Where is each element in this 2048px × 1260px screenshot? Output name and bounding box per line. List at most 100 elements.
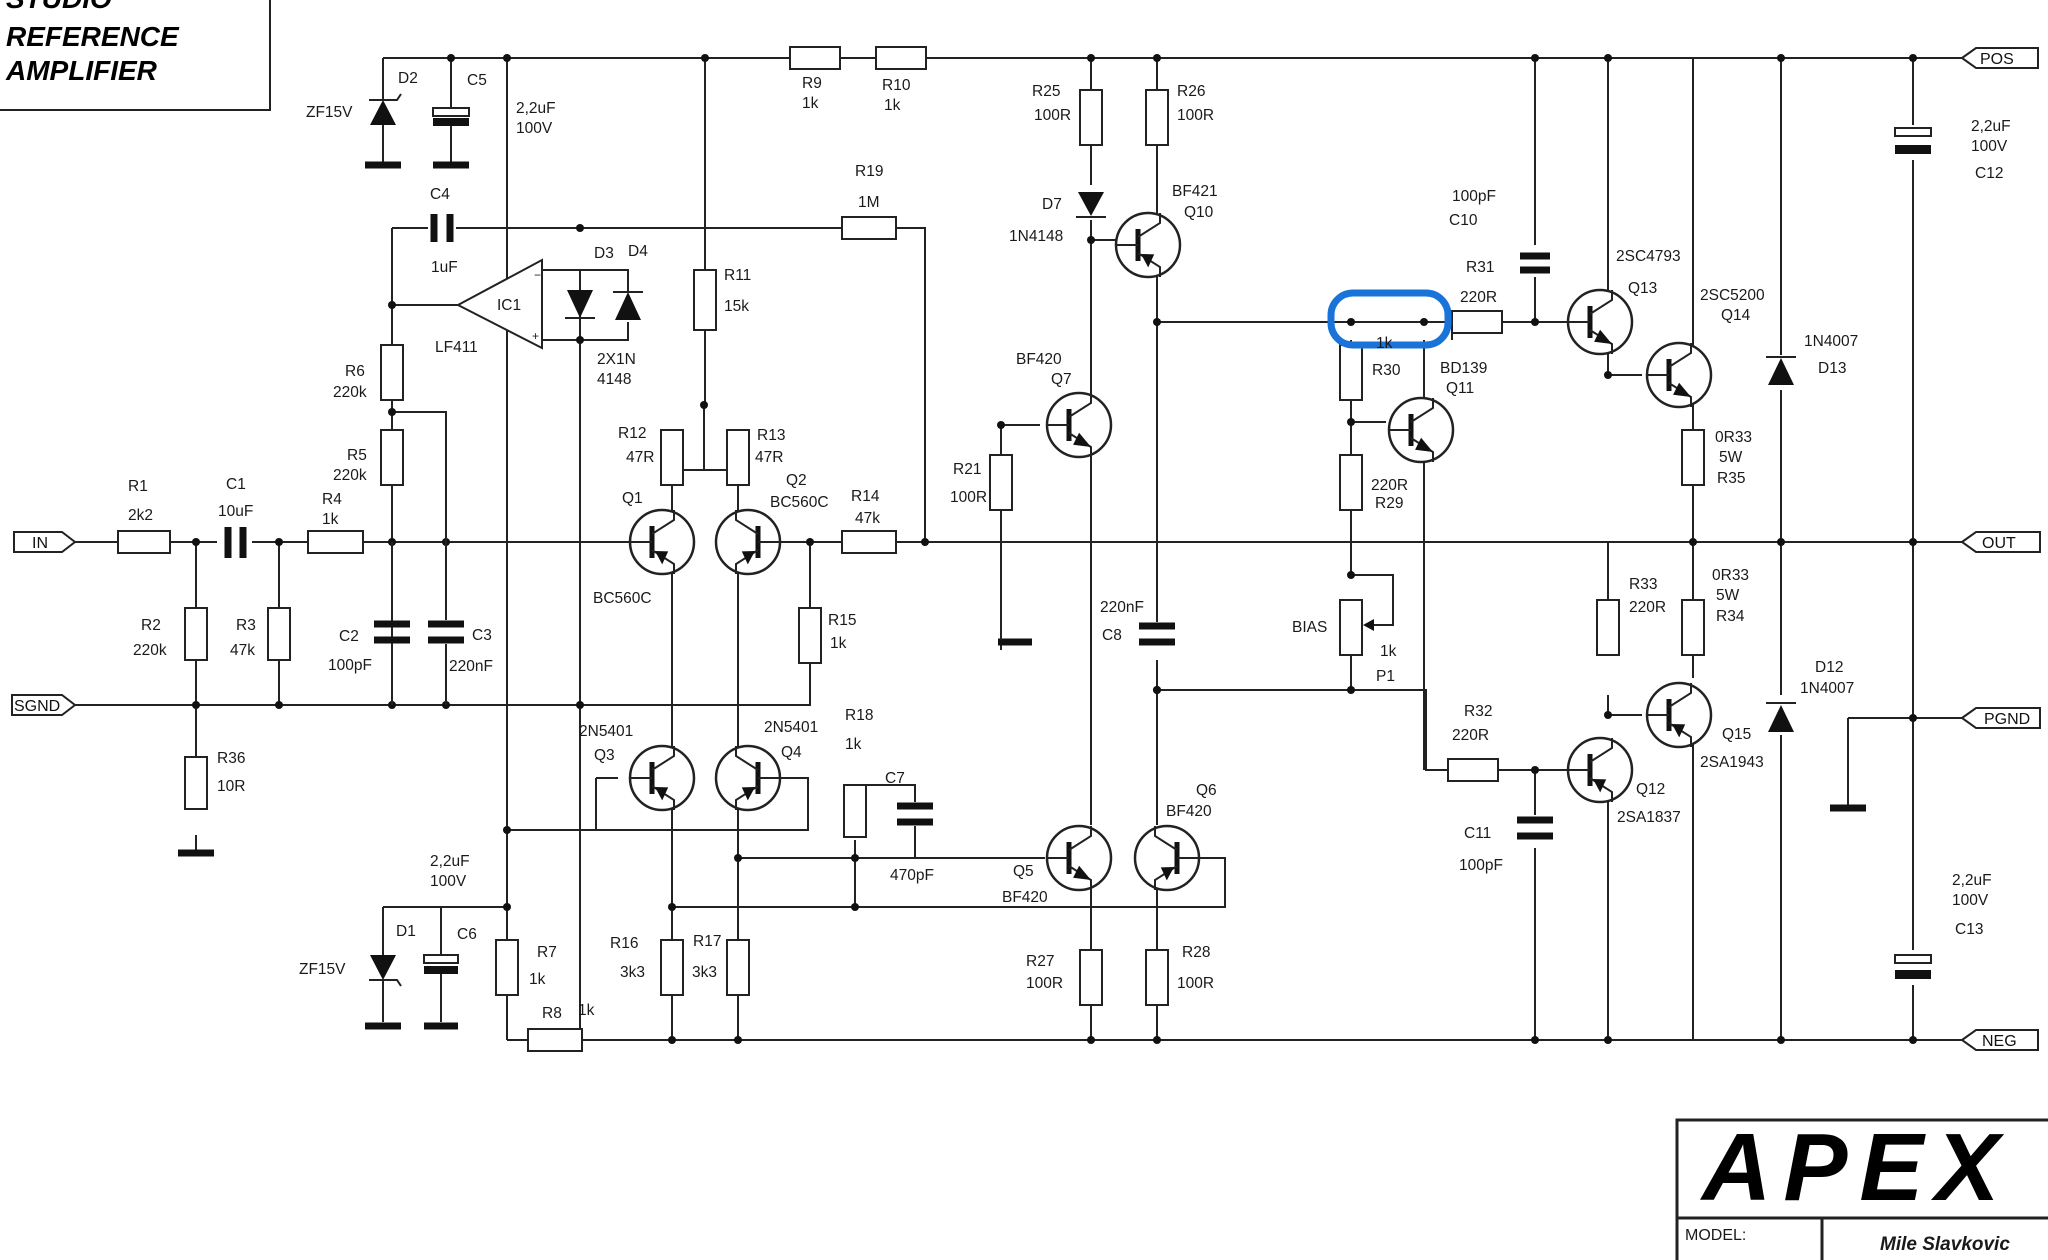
port-in[interactable]: IN: [13, 531, 77, 553]
label-r17-val: 3k3: [692, 964, 717, 981]
capacitor-c11: [1517, 816, 1553, 840]
diode-d3: [565, 270, 595, 319]
label-r35-val2: 5W: [1719, 449, 1743, 466]
resistor-r13: [726, 429, 750, 486]
label-r1-val: 2k2: [128, 507, 153, 524]
label-q1-type: BC560C: [593, 590, 652, 607]
label-q4: Q4: [781, 744, 802, 761]
resistor-r25: [1079, 89, 1103, 146]
label-r8: R8: [542, 1005, 562, 1022]
port-out[interactable]: OUT: [1960, 531, 2041, 553]
label-r27-val: 100R: [1026, 975, 1063, 992]
transistor-q1: [628, 508, 696, 576]
transistor-q13: [1566, 288, 1634, 356]
label-d12: D12: [1815, 659, 1843, 676]
label-c7-val: 470pF: [890, 867, 934, 884]
label-q3-type: 2N5401: [579, 723, 633, 740]
label-q14-type: 2SC5200: [1700, 287, 1765, 304]
label-c6: C6: [457, 926, 477, 943]
label-q13-type: 2SC4793: [1616, 248, 1681, 265]
diode-d12: [1766, 702, 1796, 732]
label-p1: P1: [1376, 668, 1395, 685]
label-r4-val: 1k: [322, 511, 339, 528]
port-pgnd[interactable]: PGND: [1960, 707, 2041, 729]
label-q15-type: 2SA1943: [1700, 754, 1764, 771]
label-r8-val: 1k: [578, 1002, 595, 1019]
resistor-r2: [184, 607, 208, 661]
label-r6-val: 220k: [333, 384, 367, 401]
label-r11-val: 15k: [724, 298, 749, 315]
model-label: MODEL:: [1685, 1227, 1746, 1244]
label-r32: R32: [1464, 703, 1492, 720]
label-r10-val: 1k: [884, 97, 901, 114]
port-sgnd[interactable]: SGND: [11, 694, 77, 716]
label-zf15v-bot: ZF15V: [299, 961, 346, 978]
label-q6-type: BF420: [1166, 803, 1212, 820]
label-c5: C5: [467, 72, 487, 89]
label-q2: Q2: [786, 472, 807, 489]
label-c11: C11: [1464, 825, 1491, 842]
resistor-r28: [1145, 949, 1169, 1006]
resistor-r18: [843, 784, 867, 838]
label-c12-val1: 2,2uF: [1971, 118, 2011, 135]
label-q5: Q5: [1013, 863, 1034, 880]
label-d2: D2: [398, 70, 418, 87]
label-q11-type: BD139: [1440, 360, 1487, 377]
label-r13-val: 47R: [755, 449, 783, 466]
label-zf15v-top: ZF15V: [306, 104, 353, 121]
transistor-q11: [1387, 396, 1455, 464]
label-c8-val: 220nF: [1100, 599, 1144, 616]
label-d7: D7: [1042, 196, 1062, 213]
label-q6: Q6: [1196, 782, 1217, 799]
port-neg-label: NEG: [1982, 1033, 2017, 1050]
label-r17: R17: [693, 933, 721, 950]
port-pgnd-label: PGND: [1984, 711, 2030, 728]
label-d1: D1: [396, 923, 416, 940]
resistor-r9: [789, 46, 841, 70]
label-d13-type: 1N4007: [1804, 333, 1858, 350]
author-name: Mile Slavkovic: [1880, 1234, 2010, 1255]
label-r36-val: 10R: [217, 778, 245, 795]
resistor-r17: [726, 939, 750, 996]
label-r12-val: 47R: [626, 449, 654, 466]
diode-d4: [613, 270, 643, 320]
label-r27: R27: [1026, 953, 1054, 970]
title-line-3: AMPLIFIER: [5, 55, 158, 86]
label-r34-val2: 5W: [1716, 587, 1740, 604]
component-labels: D2 ZF15V C5 2,2uF 100V R9 1k R10 1k R25 …: [128, 70, 2011, 1022]
label-r15: R15: [828, 612, 856, 629]
label-d34-val1: 2X1N: [597, 351, 636, 368]
resistor-r32: [1447, 758, 1499, 782]
label-c6-val1: 2,2uF: [430, 853, 470, 870]
label-r19: R19: [855, 163, 883, 180]
resistor-r7: [495, 939, 519, 996]
label-r30-val: 1k: [1376, 335, 1393, 352]
capacitor-c13: [1894, 954, 1932, 979]
label-c10-val: 100pF: [1452, 188, 1496, 205]
label-q10: Q10: [1184, 204, 1214, 221]
label-c2-val: 100pF: [328, 657, 372, 674]
resistor-r35: [1681, 429, 1705, 486]
svg-text:+: +: [532, 329, 539, 343]
diode-d13: [1766, 356, 1796, 385]
port-neg[interactable]: NEG: [1960, 1029, 2039, 1051]
label-r14: R14: [851, 488, 880, 505]
label-r11: R11: [724, 267, 751, 284]
title-block: APEX MODEL: Mile Slavkovic: [1675, 1114, 2048, 1260]
label-r34: R34: [1716, 608, 1745, 625]
capacitor-c4: [430, 214, 454, 242]
resistor-r11: [693, 269, 717, 331]
resistor-r14: [841, 530, 897, 554]
label-r18-val: 1k: [845, 736, 862, 753]
zener-diode-d1: [365, 950, 402, 1030]
resistor-r5: [380, 429, 404, 486]
transistor-q10: [1114, 211, 1182, 279]
label-c5-val2: 100V: [516, 120, 553, 137]
label-r26: R26: [1177, 83, 1205, 100]
label-q10-type: BF421: [1172, 183, 1218, 200]
label-r7: R7: [537, 944, 557, 961]
label-r13: R13: [757, 427, 785, 444]
port-pos[interactable]: POS: [1960, 47, 2039, 69]
label-c10: C10: [1449, 212, 1478, 229]
transistor-q7: [1045, 391, 1113, 459]
